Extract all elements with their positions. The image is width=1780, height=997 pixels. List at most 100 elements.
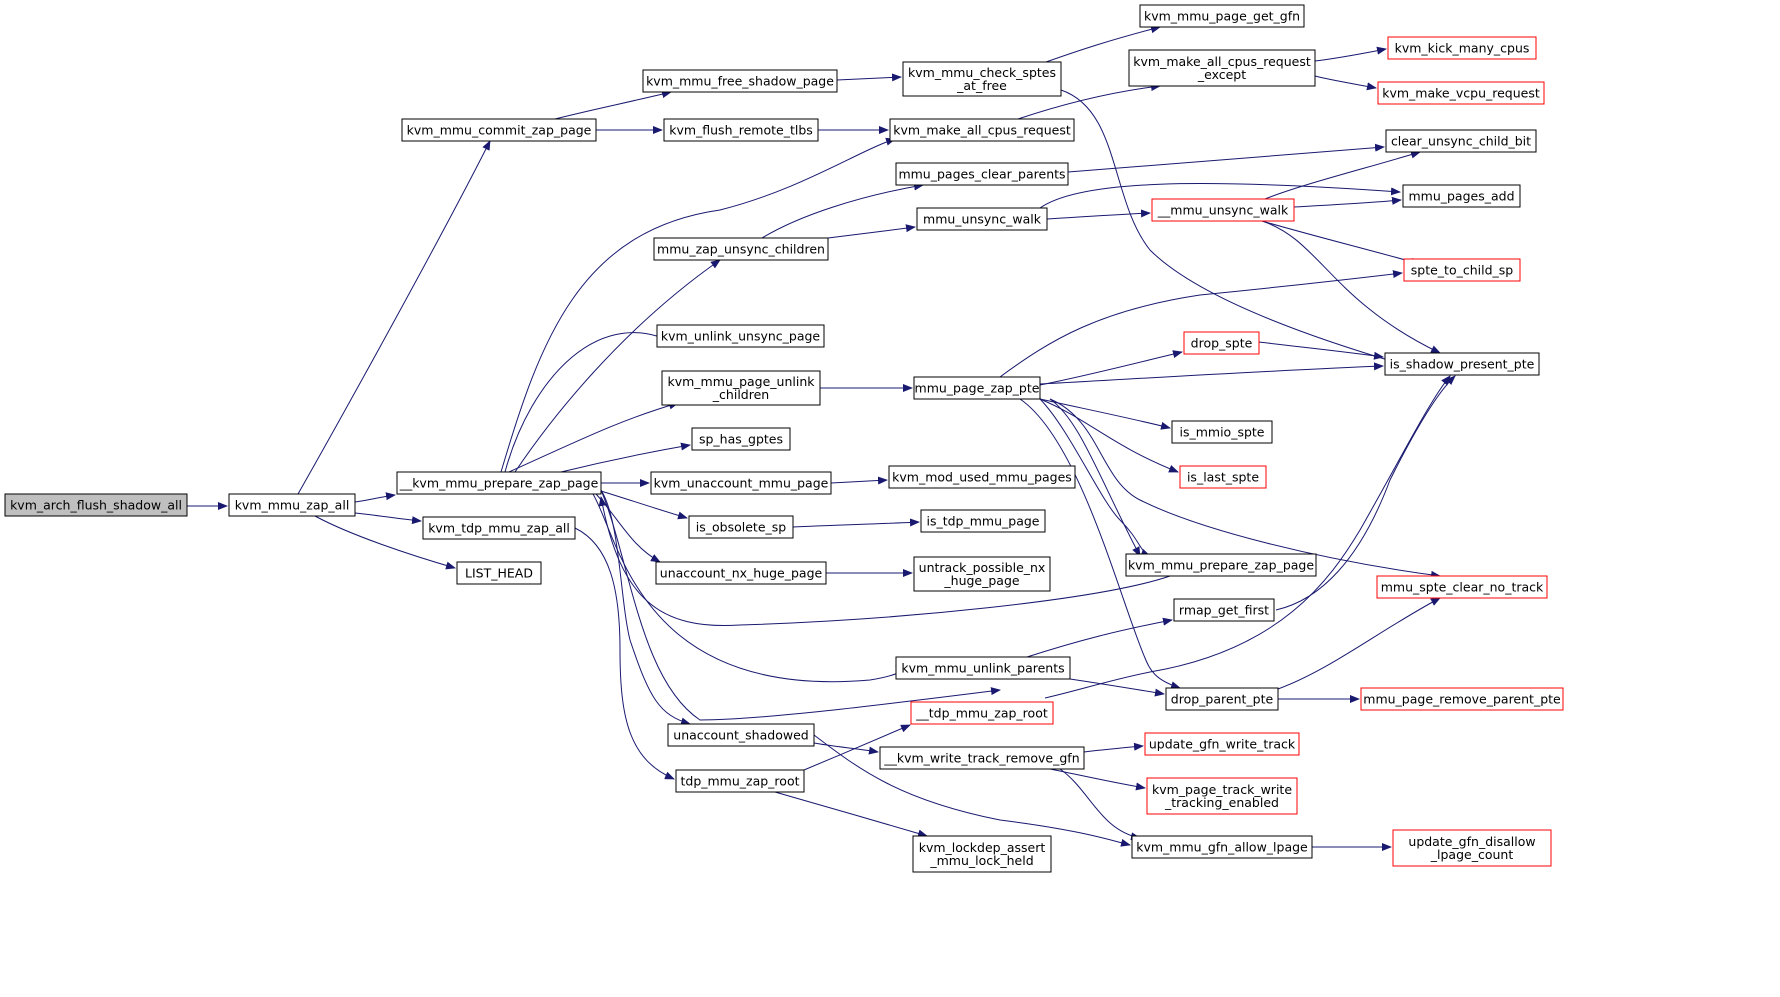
function-node-kick-cpus[interactable]: kvm_kick_many_cpus: [1387, 36, 1537, 60]
function-node-tdp-zap-all[interactable]: kvm_tdp_mmu_zap_all: [422, 516, 576, 540]
node-label: LIST_HEAD: [465, 566, 533, 581]
call-edge: [1293, 196, 1402, 208]
function-node-sp-has-gptes[interactable]: sp_has_gptes: [691, 427, 791, 451]
node-label: __kvm_mmu_prepare_zap_page: [399, 476, 599, 491]
function-node-lockdep[interactable]: kvm_lockdep_assert_mmu_lock_held: [912, 835, 1052, 873]
function-node-zap-all[interactable]: kvm_mmu_zap_all: [228, 493, 356, 517]
function-node-unaccount-mmu[interactable]: kvm_unaccount_mmu_page: [650, 471, 832, 495]
node-label: kvm_unlink_unsync_page: [661, 329, 821, 344]
function-node-unlink-parents[interactable]: kvm_mmu_unlink_parents: [895, 656, 1071, 680]
call-edge: [554, 90, 672, 120]
function-node-remove-parent[interactable]: mmu_page_remove_parent_pte: [1360, 687, 1564, 711]
node-box: [691, 427, 791, 451]
call-edge: [574, 527, 675, 780]
node-label: drop_parent_pte: [1171, 692, 1274, 707]
function-node-free-shadow[interactable]: kvm_mmu_free_shadow_page: [642, 69, 838, 93]
call-edge: [560, 442, 691, 473]
node-box: [879, 746, 1085, 770]
node-box: [916, 207, 1048, 231]
node-box: [655, 561, 827, 585]
function-node-tdp-zap-root[interactable]: tdp_mmu_zap_root: [675, 769, 805, 793]
function-node-update-write-track[interactable]: update_gfn_write_track: [1144, 732, 1300, 756]
function-node-prepare-zap2[interactable]: kvm_mmu_prepare_zap_page: [1125, 553, 1317, 577]
call-edge: [1046, 209, 1151, 220]
function-node-list-head[interactable]: LIST_HEAD: [456, 561, 542, 585]
function-node-zap-unsync-children[interactable]: mmu_zap_unsync_children: [653, 237, 829, 261]
function-node-is-obsolete[interactable]: is_obsolete_sp: [688, 515, 794, 539]
node-box: [1144, 732, 1300, 756]
node-box: [1128, 49, 1316, 87]
node-box: [889, 118, 1075, 142]
node-box: [1402, 184, 1521, 208]
call-edge: [830, 476, 888, 485]
function-node-unlink-unsync[interactable]: kvm_unlink_unsync_page: [656, 324, 825, 348]
call-edge: [1261, 220, 1421, 266]
node-box: [1385, 129, 1537, 153]
node-label: sp_has_gptes: [699, 432, 783, 447]
node-box: [1384, 352, 1540, 376]
function-node-pages-clear-parents[interactable]: mmu_pages_clear_parents: [895, 162, 1069, 186]
node-label: is_obsolete_sp: [696, 520, 786, 535]
function-node-root[interactable]: kvm_arch_flush_shadow_all: [4, 493, 188, 517]
function-node-unaccount-shadowed[interactable]: unaccount_shadowed: [667, 723, 815, 747]
node-label: _tracking_enabled: [1164, 795, 1279, 810]
function-node-make-vcpu[interactable]: kvm_make_vcpu_request: [1377, 81, 1545, 105]
node-box: [675, 769, 805, 793]
function-node-rmap-first[interactable]: rmap_get_first: [1173, 598, 1275, 622]
function-node-shadow-present[interactable]: is_shadow_present_pte: [1384, 352, 1540, 376]
function-node-allow-lpage[interactable]: kvm_mmu_gfn_allow_lpage: [1131, 835, 1313, 859]
node-box: [1179, 465, 1267, 489]
node-label: spte_to_child_sp: [1411, 263, 1514, 278]
node-box: [1131, 835, 1313, 859]
node-box: [1125, 553, 1317, 577]
function-node-all-cpus-except[interactable]: kvm_make_all_cpus_request_except: [1128, 49, 1316, 87]
function-node-mmu-unsync-walk[interactable]: __mmu_unsync_walk: [1151, 198, 1295, 222]
call-edge: [600, 490, 688, 520]
function-node-commit-zap[interactable]: kvm_mmu_commit_zap_page: [401, 118, 597, 142]
function-node-tdp-zap-root-inner[interactable]: __tdp_mmu_zap_root: [910, 701, 1054, 725]
function-node-spte-to-child[interactable]: spte_to_child_sp: [1403, 258, 1521, 282]
call-edge: [500, 137, 896, 473]
call-edge: [1069, 678, 1165, 697]
function-node-unlink-children[interactable]: kvm_mmu_page_unlink_children: [661, 370, 821, 406]
node-box: [228, 493, 356, 517]
function-node-pages-add[interactable]: mmu_pages_add: [1402, 184, 1521, 208]
function-node-page-zap-pte[interactable]: mmu_page_zap_pte: [913, 376, 1041, 400]
function-node-flush-tlbs[interactable]: kvm_flush_remote_tlbs: [663, 118, 819, 142]
function-node-page-get-gfn[interactable]: kvm_mmu_page_get_gfn: [1139, 4, 1305, 28]
node-label: __kvm_write_track_remove_gfn: [883, 751, 1079, 766]
function-node-clear-unsync-bit[interactable]: clear_unsync_child_bit: [1385, 129, 1537, 153]
function-node-track-enabled[interactable]: kvm_page_track_write_tracking_enabled: [1146, 777, 1298, 815]
node-box: [1151, 198, 1295, 222]
function-node-prepare-zap[interactable]: __kvm_mmu_prepare_zap_page: [396, 471, 602, 495]
function-node-all-cpus-req[interactable]: kvm_make_all_cpus_request: [889, 118, 1075, 142]
function-node-write-track-remove[interactable]: __kvm_write_track_remove_gfn: [879, 746, 1085, 770]
node-label: kvm_tdp_mmu_zap_all: [428, 521, 570, 536]
node-label: mmu_pages_add: [1408, 189, 1514, 204]
function-node-mod-used[interactable]: kvm_mod_used_mmu_pages: [888, 465, 1076, 489]
function-node-untrack-nx[interactable]: untrack_possible_nx_huge_page: [913, 556, 1051, 592]
call-edge: [595, 493, 661, 563]
call-edge: [1039, 398, 1179, 473]
function-node-unsync-walk[interactable]: mmu_unsync_walk: [916, 207, 1048, 231]
function-node-is-tdp-page[interactable]: is_tdp_mmu_page: [920, 509, 1046, 533]
function-node-disallow-count[interactable]: update_gfn_disallow_lpage_count: [1392, 829, 1552, 867]
call-edge: [792, 518, 920, 528]
function-node-unaccount-nx[interactable]: unaccount_nx_huge_page: [655, 561, 827, 585]
node-box: [650, 471, 832, 495]
node-box: [913, 556, 1051, 592]
node-label: update_gfn_write_track: [1149, 737, 1296, 752]
call-edge: [1314, 75, 1377, 91]
call-edge: [1039, 398, 1171, 430]
call-edge: [514, 259, 721, 473]
function-node-check-sptes[interactable]: kvm_mmu_check_sptes_at_free: [902, 61, 1062, 97]
node-label: kvm_mmu_page_get_gfn: [1144, 9, 1300, 24]
function-node-spte-clear[interactable]: mmu_spte_clear_no_track: [1376, 575, 1548, 599]
function-node-is-last[interactable]: is_last_spte: [1179, 465, 1267, 489]
function-node-drop-parent[interactable]: drop_parent_pte: [1165, 687, 1279, 711]
function-node-drop-spte[interactable]: drop_spte: [1183, 331, 1260, 355]
node-box: [1392, 829, 1552, 867]
function-node-is-mmio[interactable]: is_mmio_spte: [1171, 420, 1273, 444]
node-box: [688, 515, 794, 539]
call-edge: [1039, 350, 1183, 386]
